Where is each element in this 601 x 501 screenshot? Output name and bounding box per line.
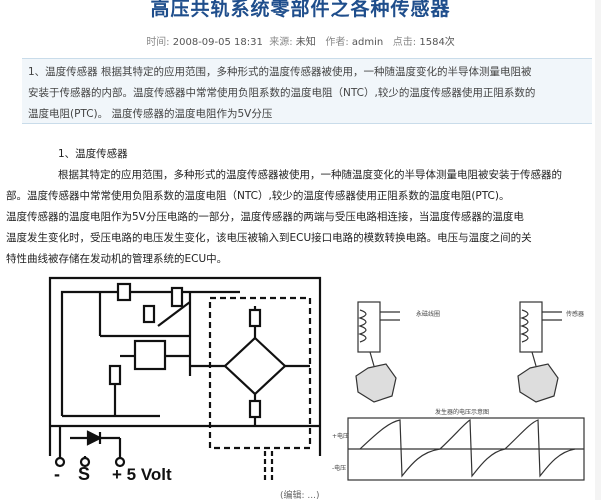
terminal-minus-label: - xyxy=(54,464,60,484)
source-value: 未知 xyxy=(295,37,316,48)
time-value: 2008-09-05 18:31 xyxy=(172,37,263,48)
sensor-label-2: 传感器 xyxy=(566,310,584,318)
inductive-sensor-diagram: 永磁线圈 传感器 发生器的电压示意图 +电压 -电压 xyxy=(332,301,585,481)
section-heading: 1、温度传感器 xyxy=(58,148,128,160)
summary-line: 1、温度传感器 根据其特定的应用范围，多种形式的温度传感器被使用，一种随温度变化… xyxy=(28,66,532,78)
article-meta: 时间: 2008-09-05 18:31 来源: 未知 作者: admin 点击… xyxy=(0,33,601,48)
source-label: 来源: xyxy=(269,37,293,48)
body-line: 根据其特定的应用范围，多种形式的温度传感器被使用，一种随温度变化的半导体测量电阻… xyxy=(58,169,562,181)
scrollbar[interactable] xyxy=(595,0,601,500)
article-title: 高压共轨系统零部件之各种传感器 xyxy=(150,0,451,20)
body-line: 部。温度传感器中常常使用负阻系数的温度电阻（NTC）,较少的温度传感器使用正阻系… xyxy=(6,190,510,202)
time-label: 时间: xyxy=(146,37,170,48)
terminal-plus-label: + 5 Volt xyxy=(112,465,172,484)
waveform-y-minus: -电压 xyxy=(332,464,346,472)
hits-value: 1584次 xyxy=(419,37,455,48)
summary-line: 温度电阻(PTC)。 温度传感器的温度电阻作为5V分压 xyxy=(28,108,273,120)
author-value[interactable]: admin xyxy=(351,37,384,48)
sensor-label-1: 永磁线圈 xyxy=(416,310,440,318)
author-label: 作者: xyxy=(325,37,349,48)
sensor-circuit-diagram: - S + 5 Volt xyxy=(40,266,330,486)
body-line: 特性曲线被存储在发动机的管理系统的ECU中。 xyxy=(6,253,228,265)
article-body: 1、温度传感器 根据其特定的应用范围，多种形式的温度传感器被使用，一种随温度变化… xyxy=(6,144,596,270)
article-summary: 1、温度传感器 根据其特定的应用范围，多种形式的温度传感器被使用，一种随温度变化… xyxy=(22,58,592,124)
body-line: 温度传感器的温度电阻作为5V分压电路的一部分，温度传感器的两端与受压电路相连接，… xyxy=(6,211,524,223)
waveform-title: 发生器的电压示意图 xyxy=(435,408,489,416)
hits-label: 点击: xyxy=(392,37,417,48)
terminal-s-label: S xyxy=(78,464,90,484)
body-line: 温度发生变化时，受压电路的电压发生变化，该电压被输入到ECU接口电路的模数转换电… xyxy=(6,232,532,244)
figure-caption: (编辑: ...) xyxy=(280,491,320,501)
waveform-y-plus: +电压 xyxy=(332,432,349,440)
summary-line: 安装于传感器的内部。温度传感器中常常使用负阻系数的温度电阻（NTC）,较少的温度… xyxy=(28,87,536,99)
